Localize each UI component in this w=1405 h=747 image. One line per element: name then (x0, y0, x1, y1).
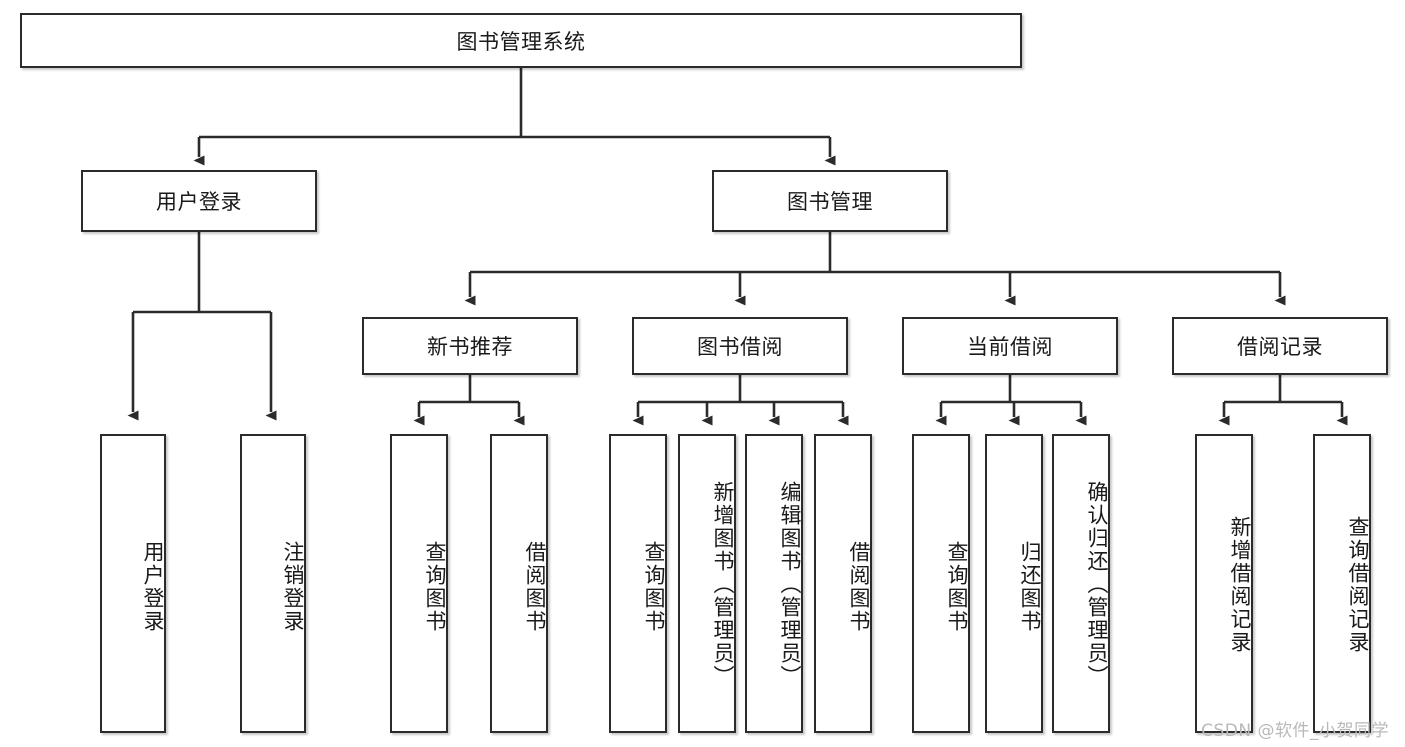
node-label: 新书推荐 (427, 335, 513, 359)
node-leaf-borrow-book-1[interactable]: 借阅图书 (490, 434, 548, 733)
node-label: 当前借阅 (967, 335, 1053, 359)
node-leaf-add-book[interactable]: 新增图书（管理员） (678, 434, 736, 733)
node-label: 借阅图书 (523, 540, 547, 633)
node-label: 借阅图书 (847, 540, 871, 633)
node-label: 新增借阅记录 (1228, 515, 1252, 654)
csdn-watermark: CSDN @软件_小贺同学 (1201, 721, 1389, 741)
node-leaf-add-record[interactable]: 新增借阅记录 (1195, 434, 1253, 733)
node-label: 新增图书（管理员） (711, 481, 735, 688)
node-user-login[interactable]: 用户登录 (81, 170, 317, 232)
node-label: 查询图书 (945, 540, 969, 633)
node-label: 编辑图书（管理员） (778, 481, 802, 688)
node-label: 图书管理 (787, 190, 873, 214)
node-label: 查询借阅记录 (1346, 515, 1370, 654)
node-leaf-edit-book[interactable]: 编辑图书（管理员） (745, 434, 803, 733)
node-leaf-query-book-3[interactable]: 查询图书 (912, 434, 970, 733)
node-root-system[interactable]: 图书管理系统 (20, 13, 1022, 68)
node-leaf-borrow-book-2[interactable]: 借阅图书 (814, 434, 872, 733)
node-leaf-logout-login[interactable]: 注销登录 (240, 434, 306, 733)
node-label: 借阅记录 (1237, 335, 1323, 359)
node-label: 确认归还（管理员） (1085, 481, 1109, 688)
node-label: 图书借阅 (697, 335, 783, 359)
node-label: 用户登录 (156, 190, 242, 214)
node-book-management[interactable]: 图书管理 (712, 170, 948, 232)
node-label: 归还图书 (1018, 540, 1042, 633)
node-leaf-confirm-return[interactable]: 确认归还（管理员） (1052, 434, 1110, 733)
node-leaf-query-record[interactable]: 查询借阅记录 (1313, 434, 1371, 733)
node-leaf-user-login[interactable]: 用户登录 (100, 434, 166, 733)
node-label: 注销登录 (281, 540, 305, 633)
node-new-book-recommend[interactable]: 新书推荐 (362, 317, 578, 375)
node-leaf-query-book-2[interactable]: 查询图书 (609, 434, 667, 733)
node-label: 查询图书 (642, 540, 666, 633)
node-leaf-query-book-1[interactable]: 查询图书 (390, 434, 448, 733)
node-book-borrow[interactable]: 图书借阅 (632, 317, 848, 375)
node-label: 图书管理系统 (456, 29, 586, 54)
node-label: 查询图书 (423, 540, 447, 633)
node-leaf-return-book[interactable]: 归还图书 (985, 434, 1043, 733)
node-borrow-record[interactable]: 借阅记录 (1172, 317, 1388, 375)
node-current-borrow[interactable]: 当前借阅 (902, 317, 1118, 375)
node-label: 用户登录 (141, 540, 165, 633)
